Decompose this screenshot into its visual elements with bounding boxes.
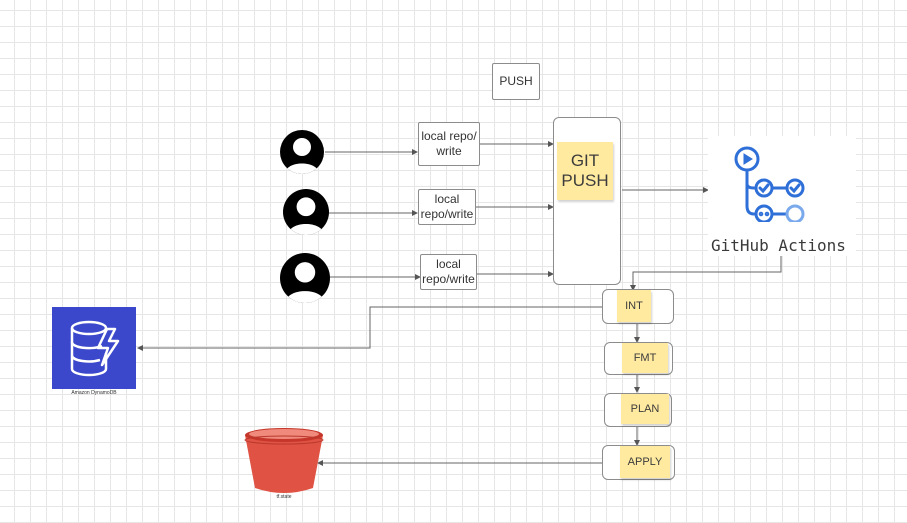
step-apply-sticky: APPLY: [620, 446, 670, 478]
s3-label: tf.state: [276, 494, 292, 500]
dynamodb-icon: [52, 307, 136, 389]
step-plan-sticky: PLAN: [621, 394, 669, 424]
git-push-label: GIT PUSH: [561, 150, 609, 190]
local-repo-label-1: local repo/ write: [421, 129, 477, 158]
user-avatar-1: [280, 130, 324, 174]
person-icon: [288, 197, 324, 235]
local-repo-box-2: local repo/write: [418, 189, 476, 225]
push-label: PUSH: [499, 74, 533, 88]
step-fmt-sticky: FMT: [622, 343, 668, 373]
local-repo-label-2: local repo/write: [420, 192, 474, 221]
user-avatar-3: [280, 253, 330, 303]
person-icon: [285, 138, 319, 174]
push-label-box: PUSH: [492, 63, 540, 100]
local-repo-label-3: local repo/write: [422, 257, 475, 286]
step-int-sticky: INT: [617, 290, 651, 322]
local-repo-box-3: local repo/write: [420, 254, 477, 290]
user-avatar-2: [283, 189, 329, 235]
github-actions-icon: [734, 146, 805, 222]
github-actions-label: GitHub Actions: [711, 236, 846, 255]
person-icon: [285, 262, 325, 303]
dynamodb-label: Amazon DynamoDB: [71, 390, 117, 396]
github-actions: GitHub Actions: [708, 136, 856, 256]
step-int-label: INT: [625, 300, 643, 312]
local-repo-box-1: local repo/ write: [418, 122, 480, 166]
step-apply-label: APPLY: [627, 456, 663, 468]
database-icon: [70, 320, 120, 377]
step-fmt-label: FMT: [633, 352, 657, 364]
arrow-github-int: [630, 256, 782, 291]
bucket-icon: [244, 428, 324, 493]
step-plan-label: PLAN: [630, 403, 660, 415]
git-push-sticky: GIT PUSH: [557, 142, 613, 200]
arrow-int-dynamodb: [137, 306, 602, 351]
s3-bucket: [243, 426, 325, 494]
